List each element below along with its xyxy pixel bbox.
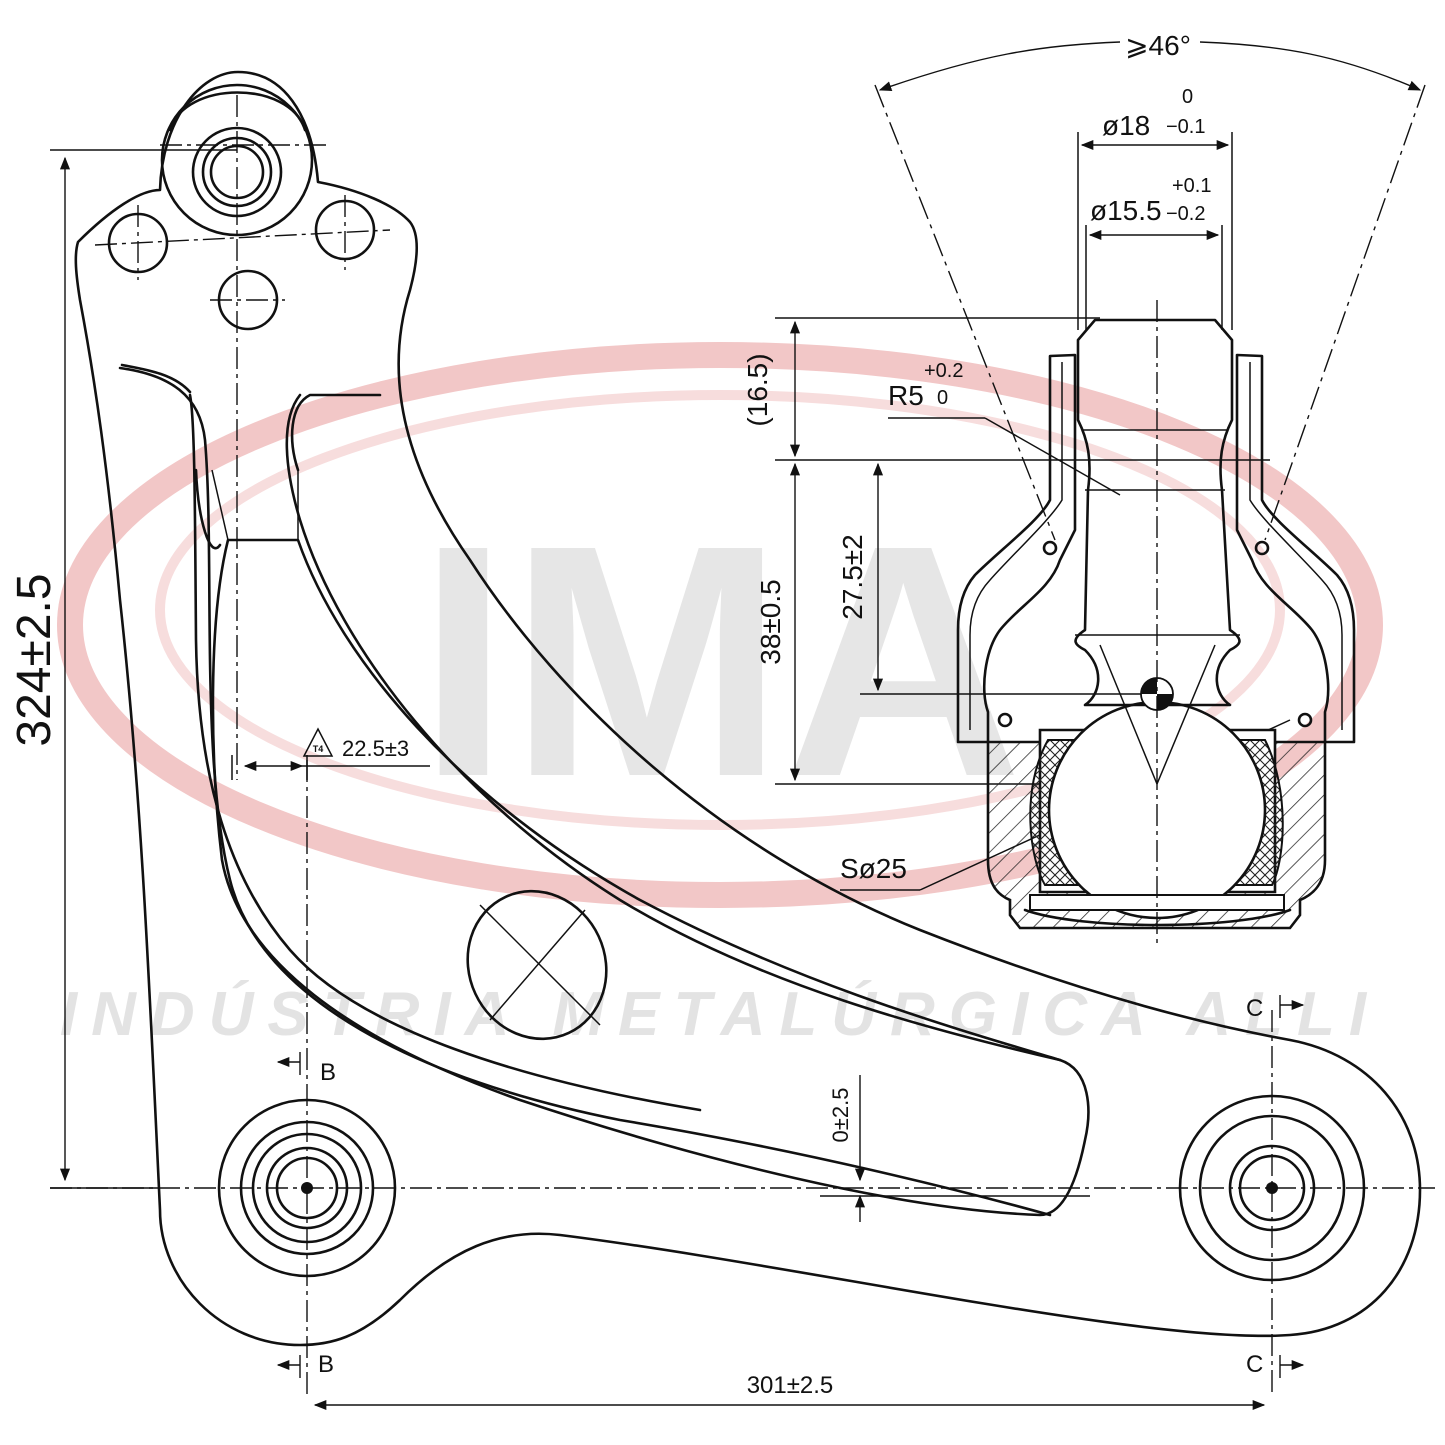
dimension-height: 324±2.5 <box>8 149 237 1189</box>
cone-angle-label: ⩾46° <box>1125 30 1191 61</box>
stud-length-label: (16.5) <box>742 353 773 426</box>
section-mark-b-top: B <box>320 1059 336 1086</box>
svg-text:−0.2: −0.2 <box>1166 203 1205 225</box>
dust-boot <box>956 353 1077 744</box>
offset-dimension-label: 0±2.5 <box>828 1088 853 1143</box>
section-mark-c-bottom: C <box>1246 1351 1263 1378</box>
lightening-hole <box>466 889 608 1041</box>
stud-diameter-2-label: ø15.5 <box>1090 195 1162 226</box>
watermark: IMA INDÚSTRIA METALÚRGICA ALLI <box>57 342 1383 1049</box>
watermark-subtitle: INDÚSTRIA METALÚRGICA ALLI <box>60 980 1380 1049</box>
section-mark-b-bottom: B <box>318 1351 334 1378</box>
ball-joint-head-top-view <box>94 83 391 780</box>
radius-label: R5 <box>888 380 924 411</box>
width-dimension-label: 301±2.5 <box>747 1372 834 1399</box>
bolt-distance-label: 22.5±3 <box>342 736 409 761</box>
section-marks: B B C C <box>276 995 1305 1378</box>
total-height-label: 38±0.5 <box>755 579 786 664</box>
ball-joint-section: ⩾46° ø18 0 −0.1 ø15.5 +0.1 −0.2 R5 +0.2 … <box>742 30 1426 945</box>
dimension-offset: 0±2.5 <box>820 1075 1090 1222</box>
section-mark-c-top: C <box>1246 995 1263 1022</box>
ball-center-height-label: 27.5±2 <box>837 534 868 619</box>
watermark-logo: IMA <box>418 476 1023 845</box>
ball-diameter-label: Sø25 <box>840 853 907 884</box>
control-arm <box>74 70 1422 1347</box>
spec-triangle-icon <box>302 727 334 757</box>
arm-outer-contour <box>74 70 1422 1347</box>
stud-diameter-1-label: ø18 <box>1102 110 1150 141</box>
arm-rib-pocket <box>211 538 1090 1217</box>
svg-text:0: 0 <box>1182 86 1193 108</box>
height-dimension-label: 324±2.5 <box>8 573 61 746</box>
dimension-width: 301±2.5 <box>313 1372 1266 1411</box>
svg-text:T4: T4 <box>313 744 324 754</box>
svg-text:+0.1: +0.1 <box>1172 175 1211 197</box>
svg-text:+0.2: +0.2 <box>924 360 963 382</box>
svg-text:−0.1: −0.1 <box>1166 116 1205 138</box>
dimension-bolt-distance: T4 22.5±3 <box>231 727 430 780</box>
svg-text:0: 0 <box>937 387 948 409</box>
